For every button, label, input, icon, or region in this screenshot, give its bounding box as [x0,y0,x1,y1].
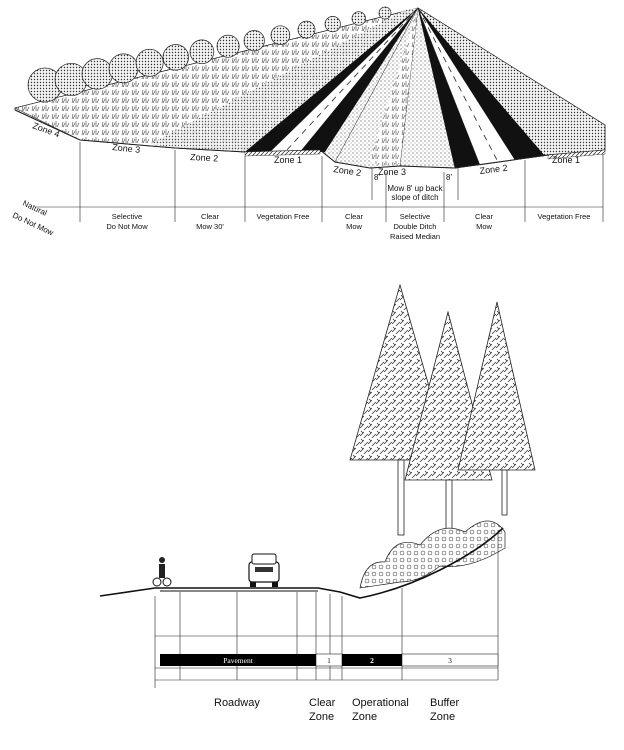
zone-label: Zone 1 [552,155,580,165]
tree-canopy [324,16,341,33]
car [248,553,280,587]
bar-3-label: 3 [448,656,452,665]
svg-text:Do Not Mow: Do Not Mow [11,211,55,238]
caption-buffer-zone: Buffer Zone [430,697,460,723]
column-label: Vegetation Free [538,212,591,221]
median-note: Mow 8' up back [387,184,443,193]
bar-2-label: 2 [370,656,374,665]
zone-label: Zone 2 [190,152,219,163]
tree-canopy [81,58,113,90]
tree-canopy [243,30,265,52]
zone-label: Zone 2 [479,163,508,176]
column-label: Do Not Mow [106,222,148,231]
column-label: Double Ditch [394,222,437,231]
zone-label: Zone 3 [112,142,141,155]
zone-label: Zone 1 [274,155,302,165]
caption-clear-zone: Clear Zone [309,697,336,723]
column-label: Selective [112,212,142,221]
tree-canopy [270,25,291,45]
right-roadway [417,7,545,168]
bar-1-label: 1 [327,656,331,665]
tree-canopy [297,20,316,39]
tree-canopy [216,34,240,58]
column-label: Mow [346,222,362,231]
column-label: Clear [345,212,363,221]
natural-label: Natural Do Not Mow [11,199,55,238]
column-label: Clear [201,212,219,221]
zone-label: Zone 3 [378,167,406,177]
cyclist [152,557,172,587]
shrubs [359,520,506,589]
column-label: Selective [400,212,430,221]
column-label: Mow 30' [196,222,224,231]
caption-roadway: Roadway [214,697,260,709]
tree-canopy [162,44,189,71]
left-roadway [245,7,419,153]
tree-canopy [189,39,215,65]
caption-operational-zone: Operational Zone [352,697,409,723]
roadside-cross-section-diagram: Pavement 1 2 3 [99,283,536,688]
dimension-right: 8' [446,173,452,182]
tree-canopy [108,53,139,84]
column-label: Vegetation Free [257,212,310,221]
column-label: Clear [475,212,493,221]
dimension-left: 8' [374,173,380,182]
column-labels: Selective Do Not Mow Clear Mow 30' Veget… [106,212,590,241]
tree-canopy [378,6,392,20]
tree-row [27,6,392,103]
slab-edge [14,109,606,169]
zone-bar: Pavement 1 2 3 [160,653,499,667]
zone-label: Zone 2 [333,164,362,178]
column-label: Raised Median [390,232,440,241]
roadside-zones-perspective-diagram: Zone 4 Zone 3 Zone 2 Zone 1 Zone 2 Zone … [11,6,606,241]
tree-canopy [351,11,366,26]
conifer-tree [457,301,536,516]
tree-canopy [135,48,164,77]
ground-profile [99,527,504,599]
tree-canopy [54,62,88,97]
column-label: Mow [476,222,492,231]
median-note: slope of ditch [391,193,438,202]
zone-boundaries [35,142,604,222]
bar-pavement-label: Pavement [223,656,253,665]
median-dimensions: 8' 8' Mow 8' up back slope of ditch [371,168,459,202]
